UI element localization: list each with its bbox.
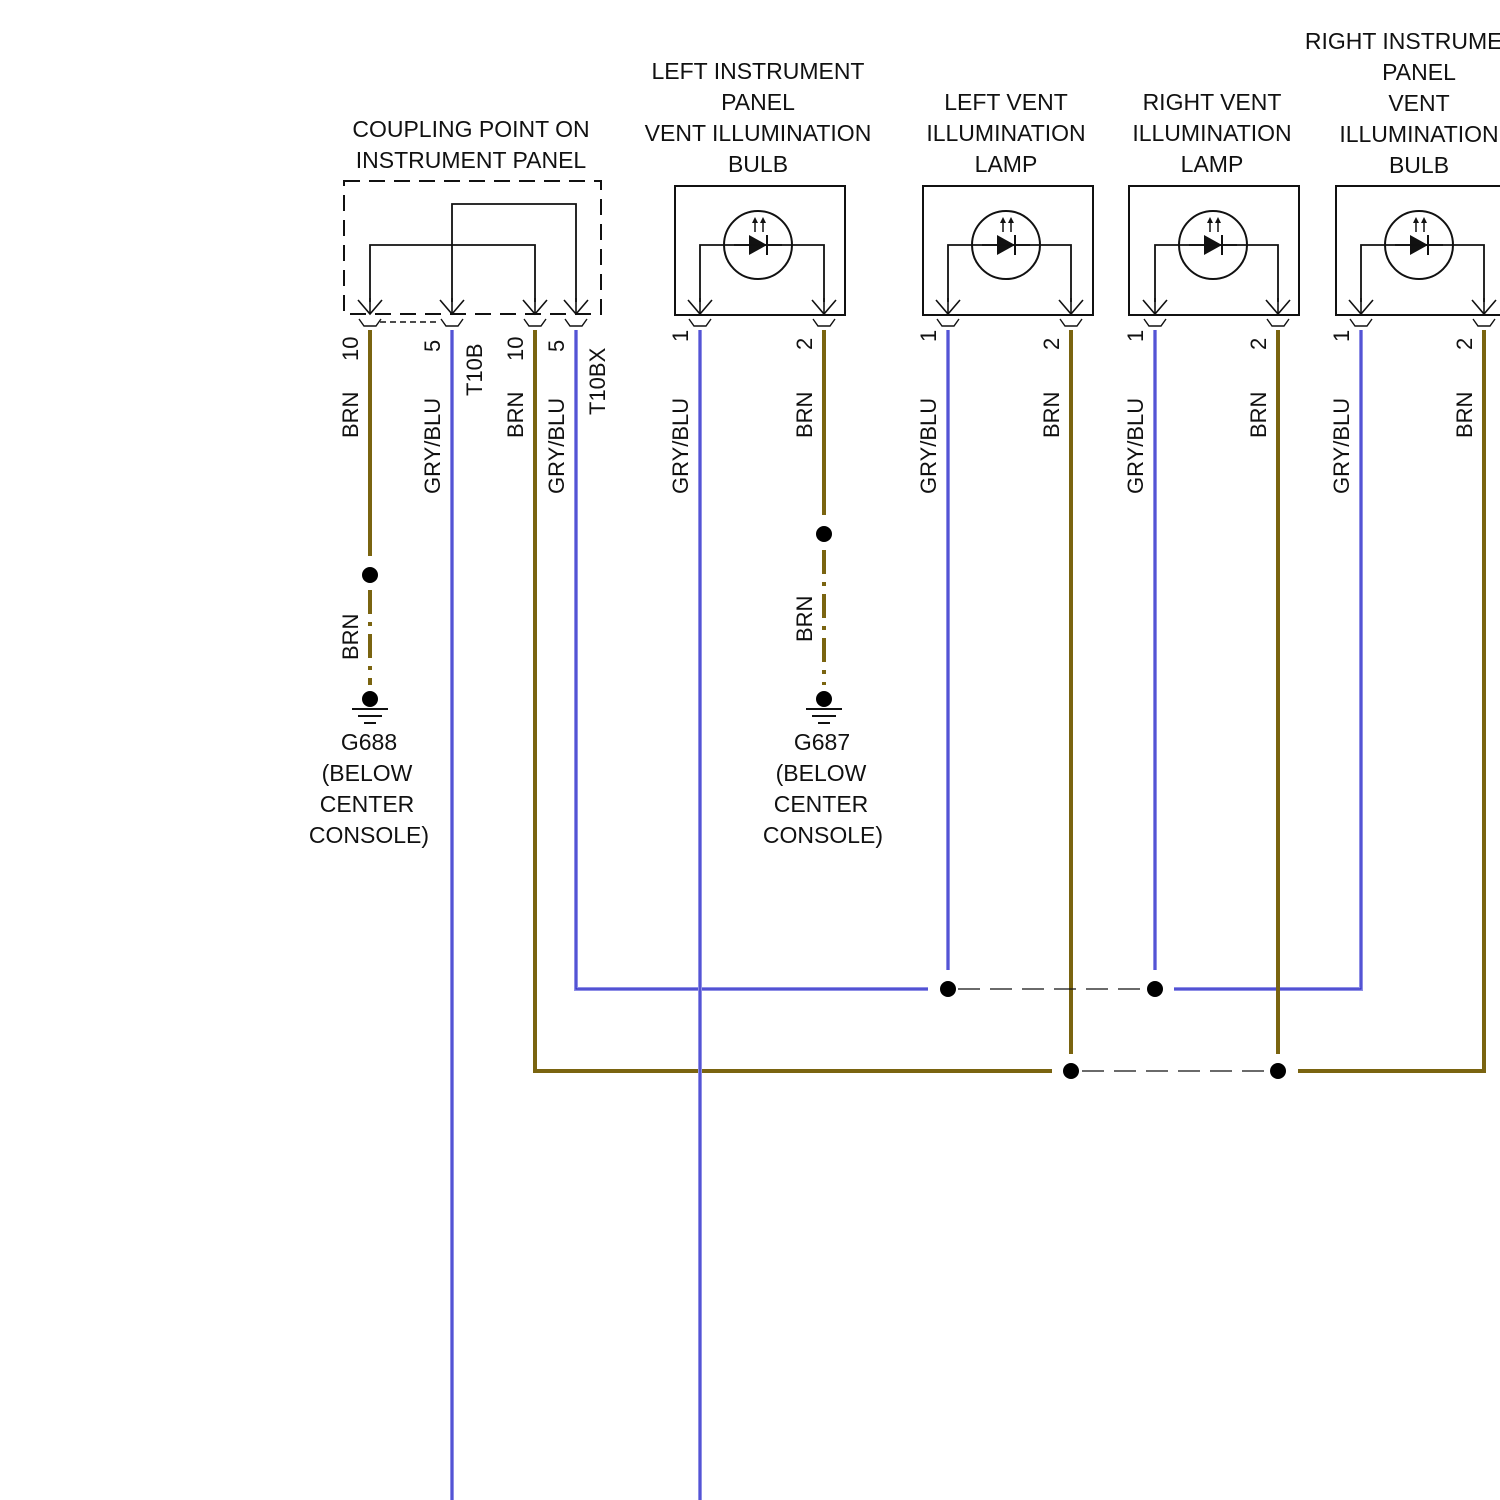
coupling-point-title-1: COUPLING POINT ON (352, 116, 589, 142)
pin-label: 2 (792, 338, 817, 350)
wire-color-label: GRY/BLU (668, 398, 693, 494)
wire-color-label: GRY/BLU (1329, 398, 1354, 494)
right-ip-bulb-title-3: VENT (1388, 90, 1449, 116)
coupling-point-box (344, 181, 601, 326)
right-vent-lamp-title-2: ILLUMINATION (1132, 120, 1291, 146)
wire-brn-bus (535, 330, 1052, 1071)
g688-id: G688 (341, 729, 397, 755)
g688-line1: (BELOW (322, 760, 413, 786)
wire-brn-bus-right (1298, 330, 1484, 1071)
wire-color-label: GRY/BLU (544, 398, 569, 494)
splice-node (1270, 1063, 1286, 1079)
left-ip-vent-bulb (675, 186, 845, 326)
splice-node (940, 981, 956, 997)
pin-label: 2 (1246, 338, 1271, 350)
pin-label: 10 (503, 337, 528, 361)
wire-color-label: BRN (503, 392, 528, 438)
ground-node (816, 691, 832, 707)
g687-line2: CENTER (774, 791, 869, 817)
g687-id: G687 (794, 729, 850, 755)
wire-color-label: BRN (792, 392, 817, 438)
pin-label: 1 (1329, 330, 1354, 342)
wire-color-label: BRN (338, 614, 363, 660)
wire-color-label: BRN (1246, 392, 1271, 438)
splice-node (1147, 981, 1163, 997)
left-vent-illumination-lamp (923, 186, 1093, 326)
right-vent-illumination-lamp (1129, 186, 1299, 326)
pin-label: 5 (544, 340, 569, 352)
right-ip-bulb-title-4: ILLUMINATION (1339, 121, 1498, 147)
left-vent-lamp-title-3: LAMP (975, 151, 1038, 177)
right-vent-lamp-title-1: RIGHT VENT (1143, 89, 1282, 115)
left-ip-bulb-title-4: BULB (728, 151, 788, 177)
wire-color-label: GRY/BLU (916, 398, 941, 494)
g688-line3: CONSOLE) (309, 822, 429, 848)
right-ip-bulb-title-2: PANEL (1382, 59, 1456, 85)
connector-t10b-label: T10B (462, 343, 487, 396)
g687-line1: (BELOW (776, 760, 867, 786)
wire-color-label: GRY/BLU (1123, 398, 1148, 494)
wire-color-label: BRN (1452, 392, 1477, 438)
wire-color-label: GRY/BLU (420, 398, 445, 494)
splice-node (1063, 1063, 1079, 1079)
right-ip-bulb-title-1: RIGHT INSTRUMENT (1305, 28, 1500, 54)
ground-g688-icon (352, 709, 388, 723)
splice-node (816, 526, 832, 542)
left-ip-bulb-title-3: VENT ILLUMINATION (645, 120, 872, 146)
wire-color-label: BRN (338, 392, 363, 438)
g688-line2: CENTER (320, 791, 415, 817)
left-ip-bulb-title-1: LEFT INSTRUMENT (652, 58, 865, 84)
left-vent-lamp-title-1: LEFT VENT (944, 89, 1068, 115)
right-ip-bulb-title-5: BULB (1389, 152, 1449, 178)
pin-label: 10 (338, 337, 363, 361)
splice-node (362, 567, 378, 583)
ground-g687-icon (806, 709, 842, 723)
pin-label: 2 (1039, 338, 1064, 350)
right-vent-lamp-title-3: LAMP (1181, 151, 1244, 177)
wire-color-label: BRN (792, 596, 817, 642)
g687-line3: CONSOLE) (763, 822, 883, 848)
pin-label: 1 (916, 330, 941, 342)
coupling-point-title-2: INSTRUMENT PANEL (356, 147, 587, 173)
left-ip-bulb-title-2: PANEL (721, 89, 795, 115)
ground-node (362, 691, 378, 707)
pin-label: 1 (668, 330, 693, 342)
left-vent-lamp-title-2: ILLUMINATION (926, 120, 1085, 146)
right-ip-vent-bulb (1336, 186, 1500, 326)
wire-grublu-bus (576, 330, 928, 989)
wire-color-label: BRN (1039, 392, 1064, 438)
pin-label: 5 (420, 340, 445, 352)
pin-label: 1 (1123, 330, 1148, 342)
pin-label: 2 (1452, 338, 1477, 350)
connector-t10bx-label: T10BX (585, 347, 610, 415)
